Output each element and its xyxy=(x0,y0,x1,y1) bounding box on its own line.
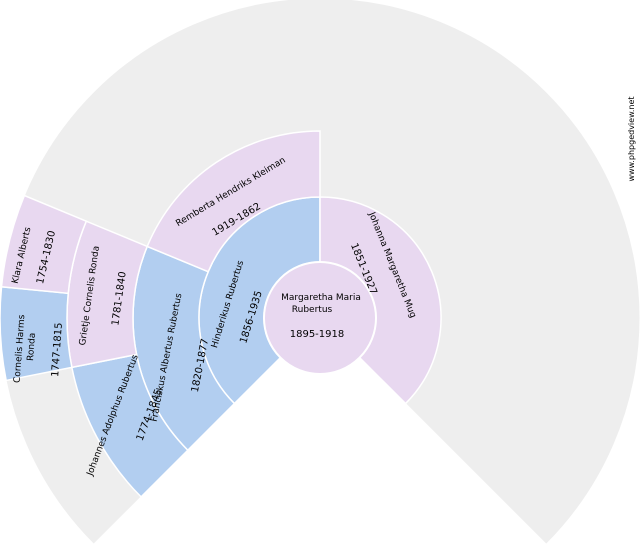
great-great-grandmother-segment[interactable] xyxy=(0,194,88,295)
watermark-text: www.phpgedview.net xyxy=(627,96,636,181)
root-name-line2: Rubertus xyxy=(292,305,333,315)
great-great-grandfather-name-line1: Cornelis Harms xyxy=(13,314,28,383)
root-dates: 1895-1918 xyxy=(290,329,345,340)
paternal-grandmother-segment[interactable] xyxy=(146,130,321,273)
great-great-grandfather-dates: 1747-1815 xyxy=(50,322,65,377)
root-name-line1: Margaretha Maria xyxy=(281,293,361,303)
root-person-circle[interactable] xyxy=(263,261,377,375)
great-great-grandfather-name-line2: Ronda xyxy=(26,332,38,361)
